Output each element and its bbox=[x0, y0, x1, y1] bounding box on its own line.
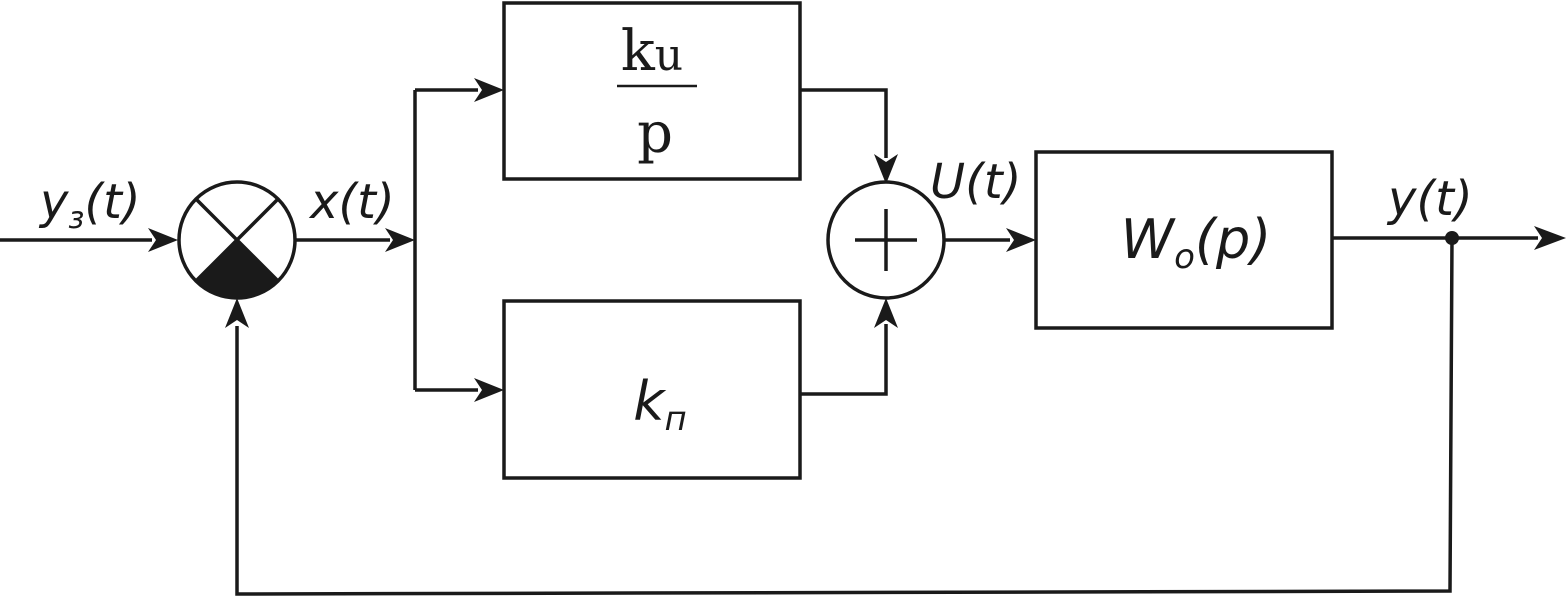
error-signal-label: x(t) bbox=[308, 174, 395, 230]
lower-branch-arrowhead bbox=[474, 378, 504, 402]
comparator-junction bbox=[177, 180, 297, 300]
integral-output-arrowhead bbox=[874, 154, 898, 184]
error-arrowhead bbox=[385, 228, 415, 252]
proportional-output-line bbox=[800, 324, 888, 396]
plant-block: Wo(p) bbox=[1034, 150, 1334, 330]
integral-block: ku p bbox=[502, 1, 802, 181]
control-signal-label: U(t) bbox=[930, 154, 1021, 210]
proportional-gain-label: kп bbox=[633, 370, 687, 439]
plant-transfer-label: Wo(p) bbox=[1121, 208, 1272, 277]
comparator-negative-sector bbox=[196, 240, 278, 298]
feedback-line bbox=[235, 237, 1454, 596]
adder-junction bbox=[826, 180, 946, 300]
integral-numerator: ku bbox=[621, 19, 683, 84]
output-arrowhead bbox=[1534, 226, 1566, 250]
feedback-arrowhead bbox=[225, 298, 249, 328]
input-signal-label: yз(t) bbox=[38, 174, 141, 236]
integral-output-line bbox=[800, 88, 888, 158]
output-signal-label: y(t) bbox=[1386, 171, 1473, 227]
input-arrowhead bbox=[148, 228, 178, 252]
control-arrowhead bbox=[1006, 228, 1036, 252]
upper-branch-arrowhead bbox=[474, 78, 504, 102]
proportional-output-arrowhead bbox=[874, 298, 898, 328]
proportional-block: kп bbox=[502, 299, 802, 480]
integral-denominator: p bbox=[637, 101, 673, 166]
